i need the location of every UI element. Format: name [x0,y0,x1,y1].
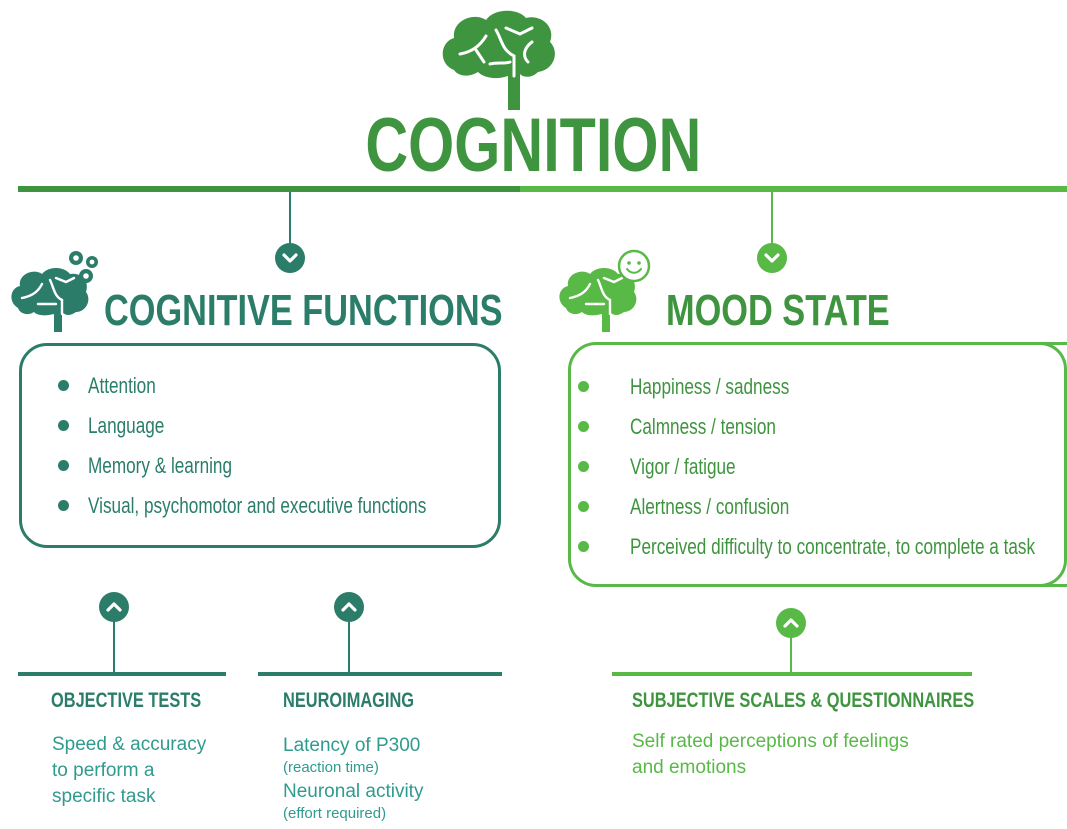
mood-state-box-right-cap [1040,342,1067,587]
list-item: Calmness / tension [578,407,1067,447]
list-item: Language [58,406,522,446]
connector-objective [113,620,115,672]
subjective-scales-heading: SUBJECTIVE SCALES & QUESTIONNAIRES [632,689,975,712]
brain-smiley-icon [556,246,656,334]
neuroimaging-heading: NEUROIMAGING [283,689,415,712]
chevron-up-icon [334,592,364,622]
connector-subjective [790,636,792,672]
connector-neuroimaging [348,620,350,672]
chevron-up-icon [776,608,806,638]
list-item: Visual, psychomotor and executive functi… [58,486,522,526]
neuroimaging-divider [258,672,502,676]
subjective-scales-description: Self rated perceptions of feelings and e… [632,731,909,778]
connector-left-top [289,192,291,247]
cognitive-functions-box: Attention Language Memory & learning Vis… [19,343,501,548]
mood-state-box: Happiness / sadness Calmness / tension V… [568,342,1067,587]
list-item: Attention [58,366,522,406]
main-divider-left [18,186,520,192]
objective-tests-heading: OBJECTIVE TESTS [51,689,202,712]
brain-gears-icon [8,250,100,334]
chevron-up-icon [99,592,129,622]
list-item: Alertness / confusion [578,487,1067,527]
list-item: Vigor / fatigue [578,447,1067,487]
objective-divider [18,672,226,676]
connector-right-top [771,192,773,247]
list-item: Memory & learning [58,446,522,486]
chevron-down-icon [757,243,787,273]
cognitive-functions-heading: COGNITIVE FUNCTIONS [104,286,503,335]
main-divider-right [520,186,1067,192]
list-item: Happiness / sadness [578,367,1067,407]
list-item: Perceived difficulty to concentrate, to … [578,527,1067,567]
brain-icon [436,6,560,112]
subjective-divider [612,672,972,676]
neuroimaging-description: Latency of P300 (reaction time) Neuronal… [283,735,424,822]
mood-state-heading: MOOD STATE [666,286,890,335]
objective-tests-description: Speed & accuracy to perform a specific t… [52,734,207,807]
page-title: COGNITION [365,103,702,188]
chevron-down-icon [275,243,305,273]
